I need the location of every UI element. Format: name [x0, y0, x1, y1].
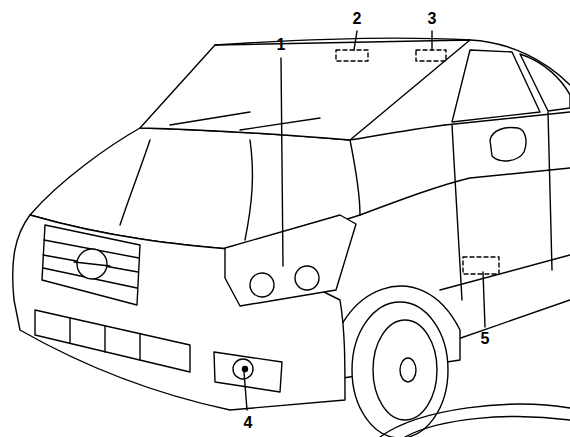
headlamp-lens [250, 273, 274, 297]
headlamp-lens [295, 266, 319, 290]
fog-lamp-dot [243, 367, 248, 372]
hood-crease [245, 140, 252, 240]
wiper [170, 112, 250, 125]
location-box [463, 257, 499, 274]
lower-intake [35, 310, 190, 372]
callout-number: 5 [481, 330, 490, 348]
leader-line [281, 58, 283, 266]
leader-line [431, 31, 432, 50]
door-cut [548, 112, 552, 270]
location-box [416, 50, 446, 61]
grille-bar [43, 240, 139, 288]
door-cut [452, 125, 462, 300]
hub [400, 358, 416, 382]
grille [42, 225, 140, 305]
headlamp [225, 215, 356, 306]
door-mirror [490, 128, 526, 161]
fog-lamp-housing [214, 352, 282, 392]
leader-line [483, 272, 485, 327]
intake-bar [70, 318, 140, 360]
callout-number: 1 [277, 36, 286, 54]
fender-line [360, 168, 570, 215]
rocker [455, 300, 570, 340]
rear-wheel [380, 404, 570, 437]
tire [352, 302, 448, 437]
callout-number: 4 [244, 414, 253, 432]
callout-number: 2 [353, 10, 362, 28]
fog-lamp [233, 359, 253, 379]
body-side [350, 125, 445, 140]
rear-wheel [405, 417, 570, 437]
rim [373, 320, 437, 420]
hood-crease [120, 140, 150, 225]
emblem-bar [74, 262, 110, 266]
side-molding [440, 255, 570, 290]
leader-line [354, 31, 357, 50]
callout-number: 3 [428, 10, 437, 28]
rear-door-window [520, 54, 570, 111]
leader-line [244, 372, 247, 410]
location-box [336, 50, 368, 61]
wiper [240, 118, 320, 130]
belt-line [445, 112, 570, 125]
windshield [140, 40, 470, 140]
